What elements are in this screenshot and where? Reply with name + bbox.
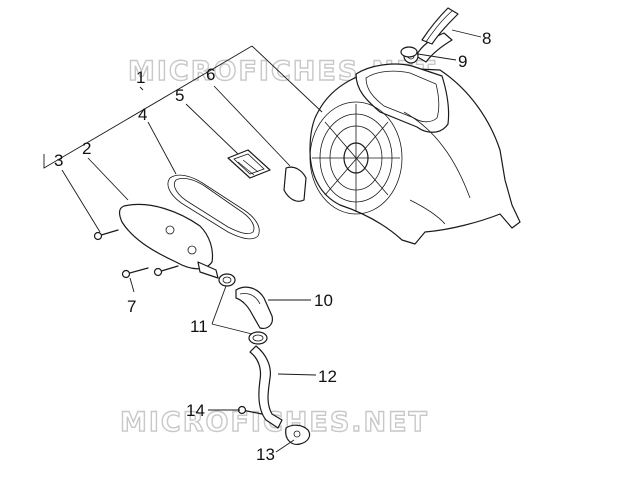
callout-9: 9 (458, 52, 467, 71)
callout-11: 11 (190, 317, 208, 336)
callout-2: 2 (82, 139, 91, 158)
callout-6: 6 (206, 65, 215, 84)
callout-13: 13 (256, 445, 275, 464)
flange-gasket (285, 424, 311, 445)
fan-cover-housing (309, 32, 521, 245)
intake-hose (421, 7, 459, 45)
screw-lower-b (153, 265, 179, 277)
hose-clamp-top (400, 46, 418, 58)
hose-clamp-lower (248, 331, 268, 345)
callout-1: 1 (136, 68, 145, 87)
leader-lines (43, 29, 482, 453)
callout-10: 10 (314, 291, 333, 310)
screw-upper (93, 229, 119, 241)
elbow-hose (235, 286, 273, 329)
callout-5: 5 (175, 86, 184, 105)
seal (283, 166, 307, 202)
screw-lower-a (121, 267, 149, 279)
watermark-bottom: MICROFICHES.NET (120, 407, 429, 438)
callout-8: 8 (482, 29, 491, 48)
callout-14: 14 (186, 401, 205, 420)
callout-7: 7 (127, 297, 136, 316)
hose-clamp-upper (218, 273, 236, 287)
blow-by-pipe (249, 345, 283, 429)
filter-element (227, 149, 271, 179)
inspection-panel (118, 203, 219, 279)
callout-12: 12 (318, 367, 337, 386)
callout-3: 3 (54, 151, 63, 170)
callout-4: 4 (138, 105, 147, 124)
gasket (167, 174, 260, 240)
